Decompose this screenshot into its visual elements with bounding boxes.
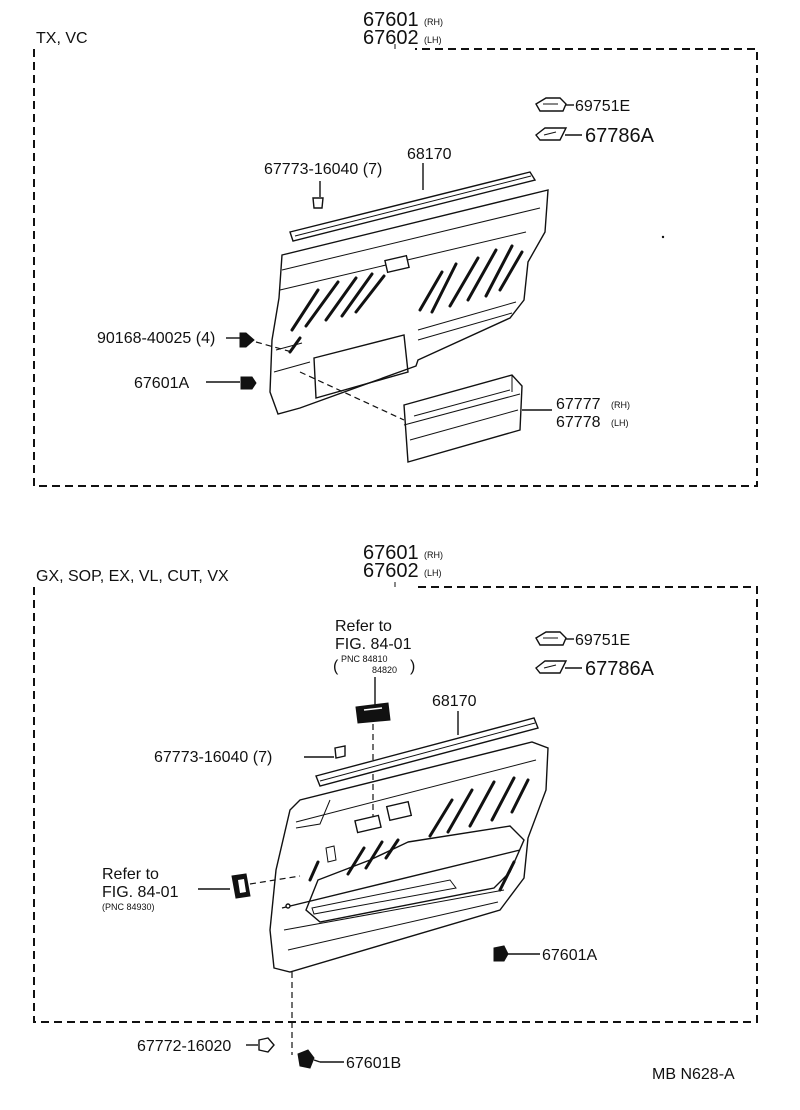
bottom-part-69751E: 69751E — [575, 632, 630, 649]
bottom-rh-tag: (RH) — [424, 550, 443, 560]
door-trim-board-bottom — [269, 741, 549, 973]
clip-69751E-icon — [535, 97, 567, 112]
svg-text:): ) — [410, 658, 415, 675]
ref1-line1: Refer to — [335, 618, 392, 635]
ref1-pnc1: PNC 84810 — [341, 654, 388, 664]
door-pocket-67777-icon — [403, 374, 523, 463]
top-part-67601A: 67601A — [134, 375, 189, 392]
bottom-part-67601B: 67601B — [346, 1055, 401, 1072]
top-67778-lh-tag: (LH) — [611, 418, 629, 428]
top-part-67786A: 67786A — [585, 125, 655, 147]
bottom-part-67786A: 67786A — [585, 658, 655, 680]
bottom-part-67772: 67772-16020 — [137, 1038, 231, 1055]
top-part-90168: 90168-40025 (4) — [97, 330, 215, 347]
bottom-part-67601A: 67601A — [542, 947, 597, 964]
top-frame — [33, 48, 758, 487]
bottom-part-68170: 68170 — [432, 693, 477, 710]
section-bottom: GX, SOP, EX, VL, CUT, VX 67601 (RH) 6760… — [33, 542, 758, 1072]
top-assembly-rh: 67601 — [363, 9, 419, 31]
svg-text:(: ( — [333, 658, 339, 675]
handle-84930-icon — [231, 873, 251, 899]
top-part-67773: 67773-16040 (7) — [264, 161, 382, 178]
ref1-line2: FIG. 84-01 — [335, 636, 412, 653]
pad-67786A-bottom-icon — [535, 660, 568, 674]
ref2-line2: FIG. 84-01 — [102, 884, 179, 901]
top-lh-tag: (LH) — [424, 35, 442, 45]
top-67777-rh-tag: (RH) — [611, 400, 630, 410]
bottom-lh-tag: (LH) — [424, 568, 442, 578]
ref1-pnc2: 84820 — [372, 665, 397, 675]
weatherstrip-68170-bottom-icon — [315, 717, 539, 787]
bottom-assembly-lh: 67602 — [363, 560, 419, 582]
bottom-variant-label: GX, SOP, EX, VL, CUT, VX — [36, 568, 229, 585]
top-rh-tag: (RH) — [424, 17, 443, 27]
clip-67773-bottom-icon — [334, 745, 346, 759]
clip-67773-icon — [312, 197, 324, 209]
door-trim-board-top — [269, 189, 549, 415]
pad-67786A-icon — [535, 127, 568, 141]
bottom-part-67773: 67773-16040 (7) — [154, 749, 272, 766]
bottom-frame — [33, 586, 758, 1023]
screw-67772-icon — [258, 1037, 275, 1053]
bottom-assembly-rh: 67601 — [363, 542, 419, 564]
ref2-pnc: (PNC 84930) — [102, 902, 155, 912]
top-part-67777: 67777 — [556, 396, 601, 413]
switch-84810-icon — [355, 702, 391, 724]
clip-69751E-bottom-icon — [535, 631, 567, 646]
clip-67601A-icon — [240, 376, 257, 390]
top-assembly-lh: 67602 — [363, 27, 419, 49]
footer-code: MB N628-A — [652, 1066, 735, 1083]
weatherstrip-68170-icon — [289, 171, 537, 242]
top-variant-label: TX, VC — [36, 30, 88, 47]
clip-67601A-bottom-icon — [493, 945, 509, 962]
section-top: TX, VC 67601 (RH) 67602 (LH) 69751E 6778… — [33, 9, 758, 487]
top-part-69751E: 69751E — [575, 98, 630, 115]
top-part-68170: 68170 — [407, 146, 452, 163]
clip-67601B-icon — [297, 1049, 321, 1069]
top-part-67778: 67778 — [556, 414, 601, 431]
screw-90168-icon — [239, 332, 255, 348]
ref2-line1: Refer to — [102, 866, 159, 883]
